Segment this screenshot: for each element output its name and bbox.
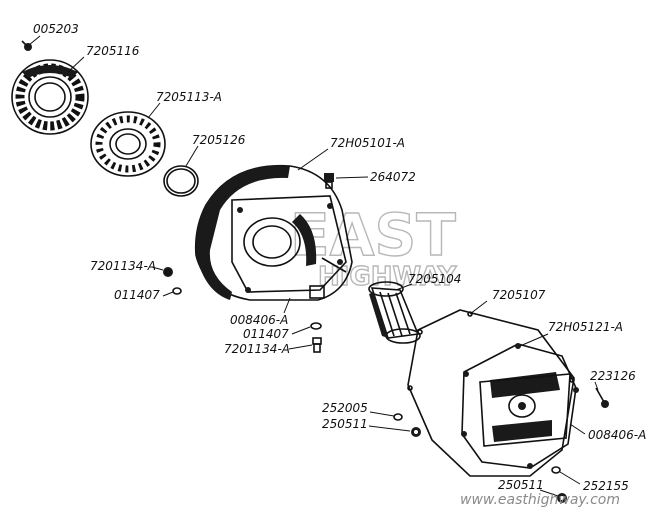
label-7205104: 7205104: [408, 272, 461, 286]
label-72h05101a: 72H05101-A: [330, 136, 405, 150]
washer-011407-left-drawing: [172, 287, 182, 295]
label-011407-mid: 011407: [243, 327, 289, 341]
label-7201134a-left: 7201134-A: [90, 259, 156, 273]
plug-264072-drawing: [324, 173, 334, 189]
label-72h05121a: 72H05121-A: [548, 320, 623, 334]
cover-72h05121a-drawing: [461, 343, 579, 469]
label-005203: 005203: [33, 22, 79, 36]
oring-7205126-drawing: [163, 165, 199, 197]
label-252005: 252005: [322, 401, 368, 415]
bolt-7201134a-mid-drawing: [312, 337, 322, 353]
label-250511-left: 250511: [322, 417, 368, 431]
washer-252155-drawing: [551, 466, 561, 474]
label-7205107: 7205107: [492, 288, 546, 302]
label-250511-bottom: 250511: [498, 478, 544, 492]
bolt-7201134a-left-drawing: [163, 267, 173, 277]
leader-lines: [28, 35, 599, 497]
label-7205113a: 7205113-A: [156, 90, 222, 104]
label-7201134a-mid: 7201134-A: [224, 342, 290, 356]
flange-7205116-drawing: [11, 59, 89, 135]
watermark: EAST HIGHWAY: [289, 200, 458, 292]
housing-72h05101a-drawing: [194, 164, 353, 301]
washer-011407-mid-drawing: [310, 322, 322, 330]
nut-250511-left-drawing: [411, 427, 421, 437]
label-008406a-right: 008406-A: [588, 428, 646, 442]
part-labels: 005203 7205116 7205113-A 7205126 72H0510…: [33, 22, 646, 493]
label-223126: 223126: [590, 369, 636, 383]
label-7205126: 7205126: [192, 133, 246, 147]
gasket-7205107-drawing: [407, 309, 575, 477]
bolt-223126-drawing: [595, 387, 609, 408]
washer-252005-drawing: [393, 413, 403, 421]
label-008406a-left: 008406-A: [230, 313, 288, 327]
label-7205116: 7205116: [86, 44, 140, 58]
seal-7205113a-drawing: [90, 111, 166, 177]
watermark-url: www.easthighway.com: [460, 492, 620, 508]
label-252155: 252155: [583, 479, 629, 493]
screw-005203-drawing: [21, 40, 32, 51]
watermark-line1: EAST: [290, 201, 456, 269]
label-264072: 264072: [370, 170, 416, 184]
nut-250511-bottom-drawing: [557, 493, 567, 503]
label-011407-left: 011407: [114, 288, 160, 302]
